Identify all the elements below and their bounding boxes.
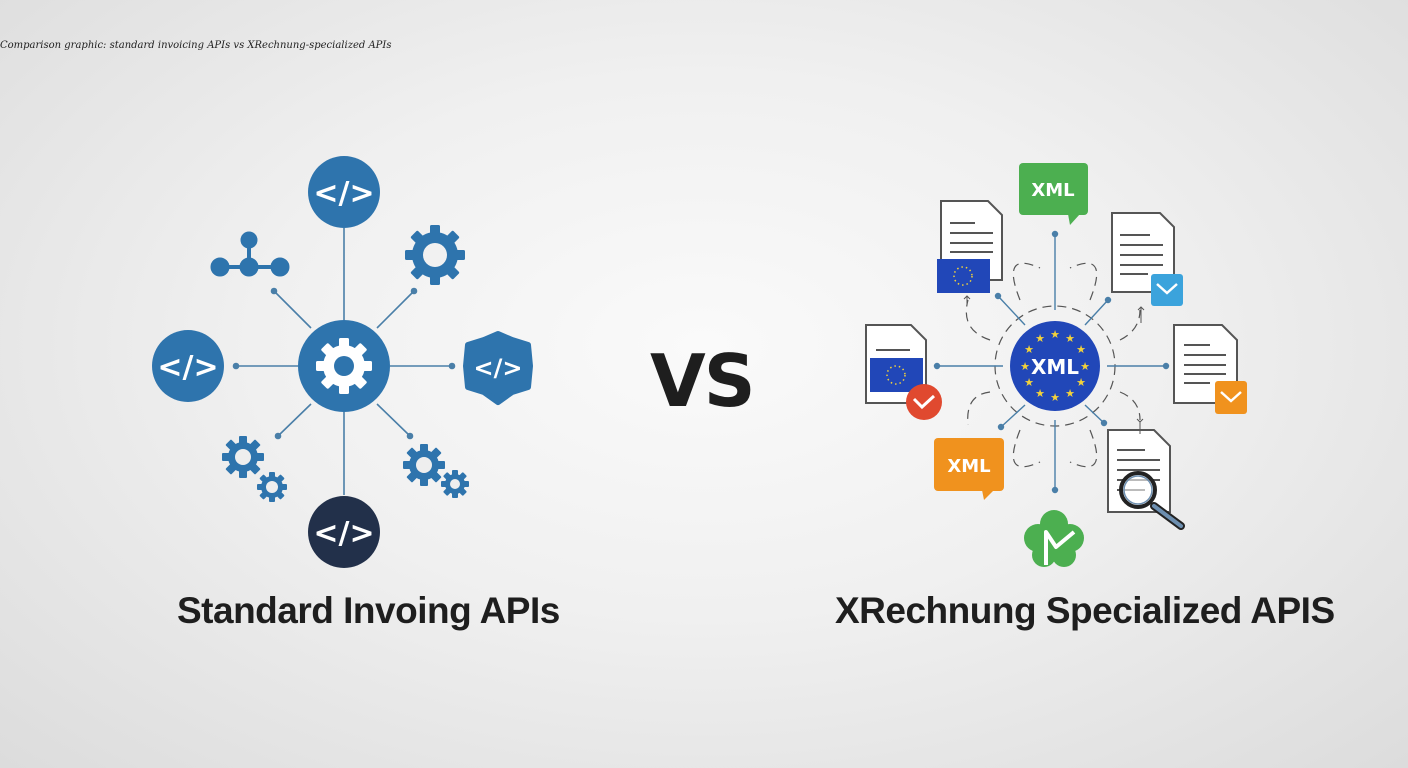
gears-icon — [403, 444, 469, 498]
svg-text:XML: XML — [1031, 180, 1074, 201]
svg-text:★: ★ — [1050, 391, 1060, 404]
svg-text:★: ★ — [1065, 332, 1075, 345]
svg-text:</>: </> — [313, 176, 374, 211]
standard-api-diagram: </> </> </> </> — [0, 0, 700, 768]
vs-label: VS — [650, 339, 756, 423]
xrechnung-api-title: XRechnung Specialized APIS — [835, 590, 1335, 631]
standard-api-title: Standard Invoing APIs — [177, 590, 560, 631]
svg-text:★: ★ — [1020, 360, 1030, 373]
svg-text:★: ★ — [1024, 376, 1034, 389]
network-nodes-icon — [210, 231, 290, 277]
gears-icon — [222, 436, 287, 502]
svg-text:★: ★ — [1035, 387, 1045, 400]
eu-stars-icon: ★★★ ★★★ ★★★ ★★★ — [1020, 328, 1090, 404]
document-eu-flag-icon — [937, 200, 1003, 305]
svg-text:XML: XML — [1031, 355, 1079, 379]
svg-text:★: ★ — [1035, 332, 1045, 345]
green-check-badge-icon — [1024, 510, 1084, 567]
svg-text:★: ★ — [1050, 328, 1060, 341]
left-code-node: </> — [152, 330, 224, 402]
svg-text:</>: </> — [313, 516, 374, 551]
document-search-icon — [1107, 418, 1185, 530]
svg-text:</>: </> — [157, 350, 218, 385]
svg-text:</>: </> — [474, 354, 523, 382]
bottom-code-node: </> — [308, 496, 380, 568]
standard-api-connections: </> </> </> </> — [152, 156, 533, 568]
gear-icon — [405, 225, 465, 285]
caption: Comparison graphic: standard invoicing A… — [0, 40, 392, 51]
svg-text:★: ★ — [1065, 387, 1075, 400]
svg-text:★: ★ — [1076, 376, 1086, 389]
right-code-badge-node: </> — [463, 331, 533, 405]
svg-text:★: ★ — [1080, 360, 1090, 373]
xml-hub-node: ★★★ ★★★ ★★★ ★★★ XML — [1010, 321, 1100, 411]
xml-bubble-orange: XML — [934, 438, 1004, 500]
top-code-node: </> — [308, 156, 380, 228]
xml-bubble-green: XML — [1019, 163, 1088, 225]
document-mail-icon — [1173, 324, 1247, 414]
hub-gear-node — [298, 320, 390, 412]
svg-text:★: ★ — [1024, 343, 1034, 356]
document-mail-icon — [1111, 212, 1183, 323]
svg-text:XML: XML — [947, 456, 990, 477]
gear-icon — [316, 338, 372, 394]
document-eu-flag-check-icon — [865, 324, 942, 420]
svg-text:★: ★ — [1076, 343, 1086, 356]
